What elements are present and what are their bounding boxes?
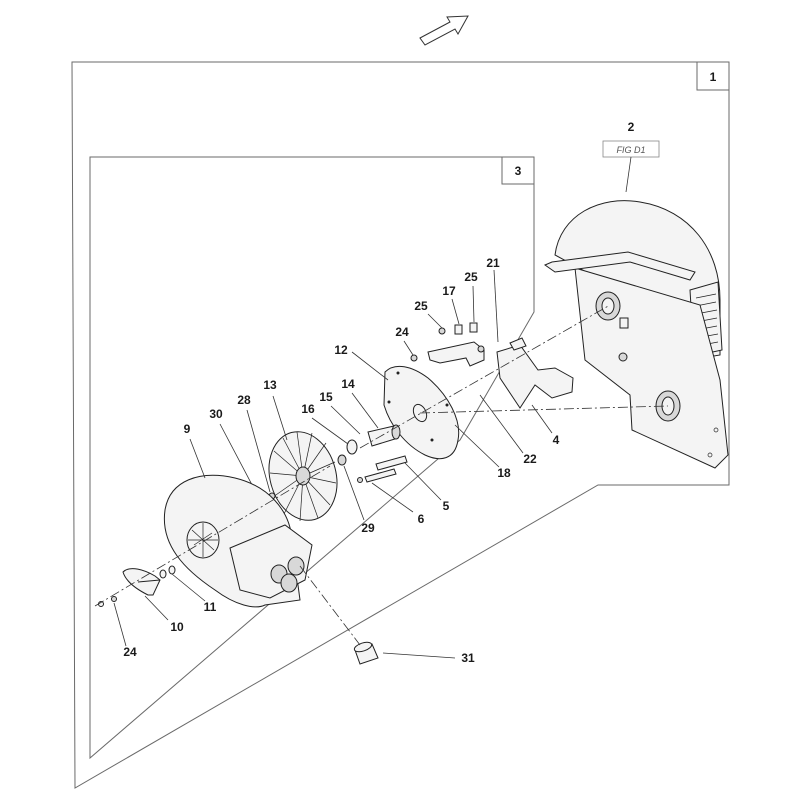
- leader-24-upper: [403, 340, 414, 356]
- callout-13: 13: [263, 378, 277, 392]
- leader-21: [493, 269, 499, 343]
- callout-box-1: [696, 61, 730, 91]
- leader-18: [454, 424, 500, 468]
- callout-30: 30: [209, 407, 223, 421]
- leader-25-top: [472, 285, 475, 323]
- leader-6: [371, 482, 414, 513]
- leader-2: [625, 156, 632, 193]
- washer-11b: [159, 569, 167, 579]
- leader-10: [144, 595, 169, 621]
- callout-11: 11: [204, 600, 217, 614]
- direction-arrow-icon: [419, 15, 469, 46]
- nut-24-lower: [111, 596, 117, 602]
- callout-1: 1: [710, 70, 717, 84]
- assembly-axes: [94, 304, 669, 646]
- callout-10: 10: [170, 620, 184, 634]
- knob: [122, 568, 161, 596]
- leader-28: [246, 409, 271, 493]
- callout-25-top: 25: [464, 270, 478, 284]
- callout-21: 21: [486, 256, 500, 270]
- assembly-boundary-outer: [71, 61, 730, 789]
- leader-15: [330, 405, 361, 435]
- leader-11: [171, 573, 206, 602]
- leader-17: [451, 298, 460, 325]
- end-cap: [353, 641, 379, 665]
- impeller: [268, 431, 338, 522]
- callout-5: 5: [443, 499, 450, 513]
- housing-cover: [543, 200, 729, 469]
- leader-14: [351, 392, 379, 429]
- leader-5: [404, 462, 442, 501]
- leader-22: [479, 394, 524, 454]
- callout-4: 4: [553, 433, 560, 447]
- pins: [357, 455, 408, 483]
- blower-housing: [163, 474, 313, 608]
- callout-12: 12: [334, 343, 348, 357]
- nut-24-upper: [410, 354, 418, 362]
- callout-14: 14: [341, 377, 355, 391]
- leader-24-lower: [113, 602, 127, 647]
- callout-box-3: [501, 156, 535, 185]
- leader-29: [343, 465, 365, 521]
- callout-29: 29: [361, 521, 375, 535]
- leader-31: [382, 652, 456, 659]
- leader-13: [272, 395, 288, 441]
- callout-18: 18: [497, 466, 511, 480]
- callout-28: 28: [237, 393, 251, 407]
- leader-25-left: [427, 313, 443, 329]
- callout-16: 16: [301, 402, 315, 416]
- bracket-plate: [496, 337, 574, 409]
- callout-25-left: 25: [414, 299, 428, 313]
- callout-15: 15: [319, 390, 333, 404]
- washer-11: [168, 565, 176, 575]
- assembly-boundary-inner: [89, 156, 535, 760]
- callout-24-lower: 24: [123, 645, 137, 659]
- callout-3: 3: [515, 164, 522, 178]
- leader-12: [351, 351, 389, 381]
- callout-2: 2: [628, 120, 635, 134]
- callout-9: 9: [184, 422, 191, 436]
- callout-17: 17: [442, 284, 456, 298]
- motor-shaft: [337, 424, 401, 466]
- callout-22: 22: [523, 452, 537, 466]
- callout-24-upper: 24: [395, 325, 409, 339]
- figure-reference: FIG D1: [616, 145, 645, 155]
- leader-9: [189, 438, 206, 479]
- callout-6: 6: [418, 512, 425, 526]
- mount-bracket: [427, 322, 485, 367]
- callout-31: 31: [461, 651, 475, 665]
- leader-16: [311, 417, 349, 445]
